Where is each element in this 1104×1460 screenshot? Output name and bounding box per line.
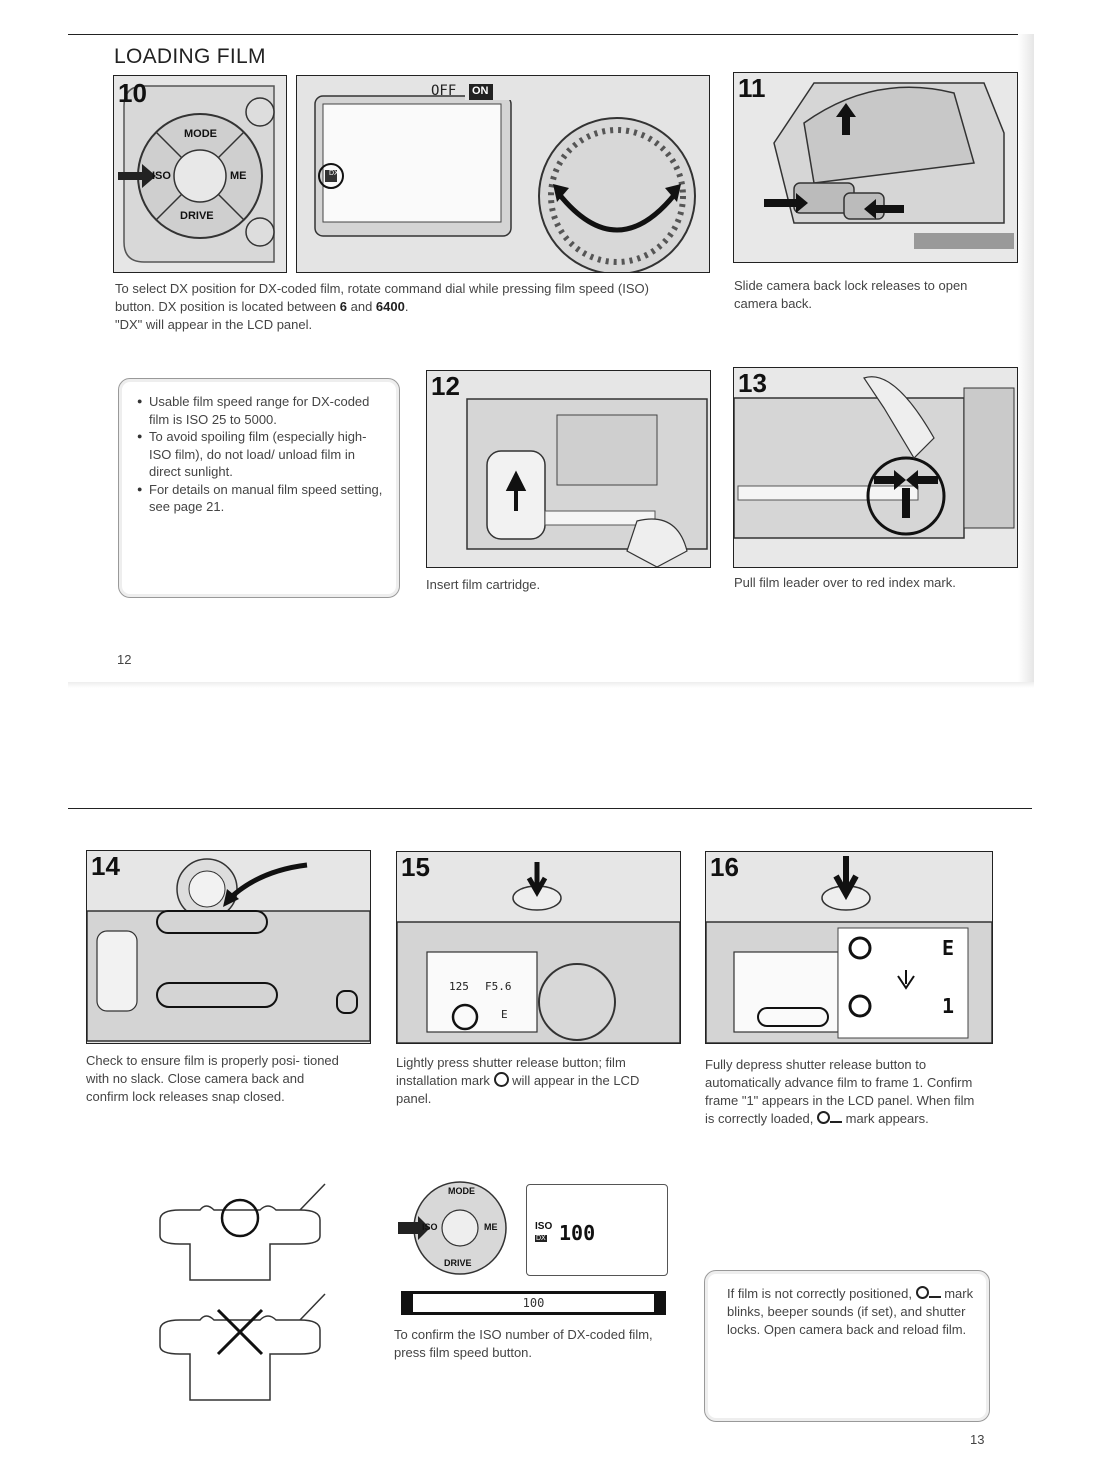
lcd-aperture: F5.6 — [485, 980, 512, 993]
iso-confirm-mode-label: MODE — [448, 1186, 475, 1196]
lcd-frame-before: E — [942, 936, 955, 960]
lcd-frame-counter: E — [501, 1008, 508, 1021]
step12-caption: Insert film cartridge. — [426, 577, 541, 592]
note-item: Usable film speed range for DX-coded fil… — [137, 393, 387, 428]
film-installation-mark-icon — [493, 1072, 509, 1087]
bottom-rule — [68, 808, 1032, 809]
step15-caption-part2: will appear in the LCD panel. — [396, 1073, 640, 1106]
step10-caption-line2: "DX" will appear in the LCD panel. — [115, 317, 313, 332]
misload-warning-part1: If film is not correctly positioned, — [727, 1286, 916, 1301]
top-rule — [68, 34, 1032, 35]
lcd-shutter-speed: 125 — [449, 980, 469, 993]
misload-warning-part2: mark blinks, beeper sounds (if set), and… — [727, 1286, 974, 1337]
step10-lcd-dial-illustration: OFF ON DX — [296, 75, 710, 273]
step15-half-press-illustration: 15 125 F5.6 E — [396, 851, 681, 1044]
lcd-frame-after: 1 — [942, 994, 955, 1018]
step11-caption: Slide camera back lock releases to open … — [734, 278, 968, 311]
step10-caption: To select DX position for DX-coded film,… — [115, 280, 685, 334]
step10-caption-part2: and — [347, 299, 376, 314]
page-bottom-shading — [68, 682, 1034, 688]
step14-number: 14 — [91, 851, 120, 881]
step10-buttons-illustration: 10 MODE ISO ME DRIVE — [113, 75, 287, 273]
film-mark-blink-bar-icon — [928, 1296, 941, 1298]
drive-button-label: DRIVE — [180, 210, 214, 222]
viewfinder-iso-value: 100 — [413, 1294, 654, 1312]
section-heading: LOADING FILM — [114, 45, 266, 68]
step15-number: 15 — [401, 852, 430, 882]
lcd-dx-indicator: DX — [329, 170, 339, 177]
step16-number: 16 — [710, 852, 739, 882]
page-number-right: 13 — [970, 1432, 985, 1447]
correct-film-position-diagram — [150, 1180, 330, 1290]
step12-insert-cartridge-illustration: 12 — [426, 370, 711, 568]
step16-full-press-illustration: 16 E 1 — [705, 851, 993, 1044]
step13-number: 13 — [738, 368, 767, 398]
step15-caption: Lightly press shutter release button; fi… — [396, 1054, 676, 1108]
power-switch-on: ON — [472, 85, 489, 97]
iso-confirm-iso-label: ISO — [422, 1222, 438, 1232]
note-item: For details on manual film speed setting… — [137, 481, 387, 516]
step10-caption-bold1: 6 — [339, 299, 347, 314]
power-switch-off: OFF — [431, 83, 457, 99]
iso-confirm-drive-label: DRIVE — [444, 1258, 472, 1268]
step16-caption: Fully depress shutter release button to … — [705, 1056, 980, 1128]
film-loaded-mark-icon — [817, 1111, 830, 1124]
step11-camera-back-illustration: 11 — [733, 72, 1018, 263]
step16-caption-part1: Fully depress shutter release button to … — [705, 1057, 975, 1126]
step16-caption-part2: mark appears. — [842, 1111, 929, 1126]
page-edge-shading — [1018, 34, 1034, 684]
iso-lcd-panel: ISO DX 100 — [526, 1184, 668, 1276]
step13-caption: Pull film leader over to red index mark. — [734, 575, 956, 590]
film-notes-box: Usable film speed range for DX-coded fil… — [118, 378, 400, 598]
iso-lcd-label: ISO — [535, 1221, 553, 1232]
viewfinder-iso-bar: 100 — [401, 1291, 666, 1315]
step10-caption-part1: To select DX position for DX-coded film,… — [115, 281, 649, 314]
mode-button-label: MODE — [184, 128, 217, 140]
me-button-label: ME — [230, 170, 247, 182]
page-number-left: 12 — [117, 652, 132, 667]
iso-lcd-value: 100 — [559, 1221, 596, 1245]
incorrect-film-position-diagram — [150, 1290, 330, 1410]
film-loaded-mark-bar-icon — [830, 1121, 842, 1123]
film-mark-blink-icon — [915, 1286, 929, 1299]
iso-lcd-dx: DX — [535, 1235, 547, 1242]
misload-warning-text: If film is not correctly positioned, mar… — [727, 1285, 977, 1339]
iso-confirm-caption: To confirm the ISO number of DX-coded fi… — [394, 1327, 653, 1360]
iso-button-label: ISO — [152, 170, 171, 182]
step11-number: 11 — [738, 73, 766, 103]
iso-confirm-me-label: ME — [484, 1222, 498, 1232]
note-item: To avoid spoiling film (especially high-… — [137, 428, 387, 481]
step15-caption-part1: Lightly press shutter release button; fi… — [396, 1055, 626, 1088]
step10-number: 10 — [118, 78, 147, 108]
step12-number: 12 — [431, 371, 460, 401]
step13-film-leader-illustration: 13 — [733, 367, 1018, 568]
misload-warning-box: If film is not correctly positioned, mar… — [704, 1270, 990, 1422]
step14-caption: Check to ensure film is properly posi- t… — [86, 1053, 339, 1104]
step14-check-film-illustration: 14 — [86, 850, 371, 1044]
iso-button-dial-illustration: MODE ISO ME DRIVE — [396, 1178, 516, 1278]
step10-caption-bold2: 6400 — [375, 299, 405, 314]
step10-caption-part3: . — [404, 299, 409, 314]
